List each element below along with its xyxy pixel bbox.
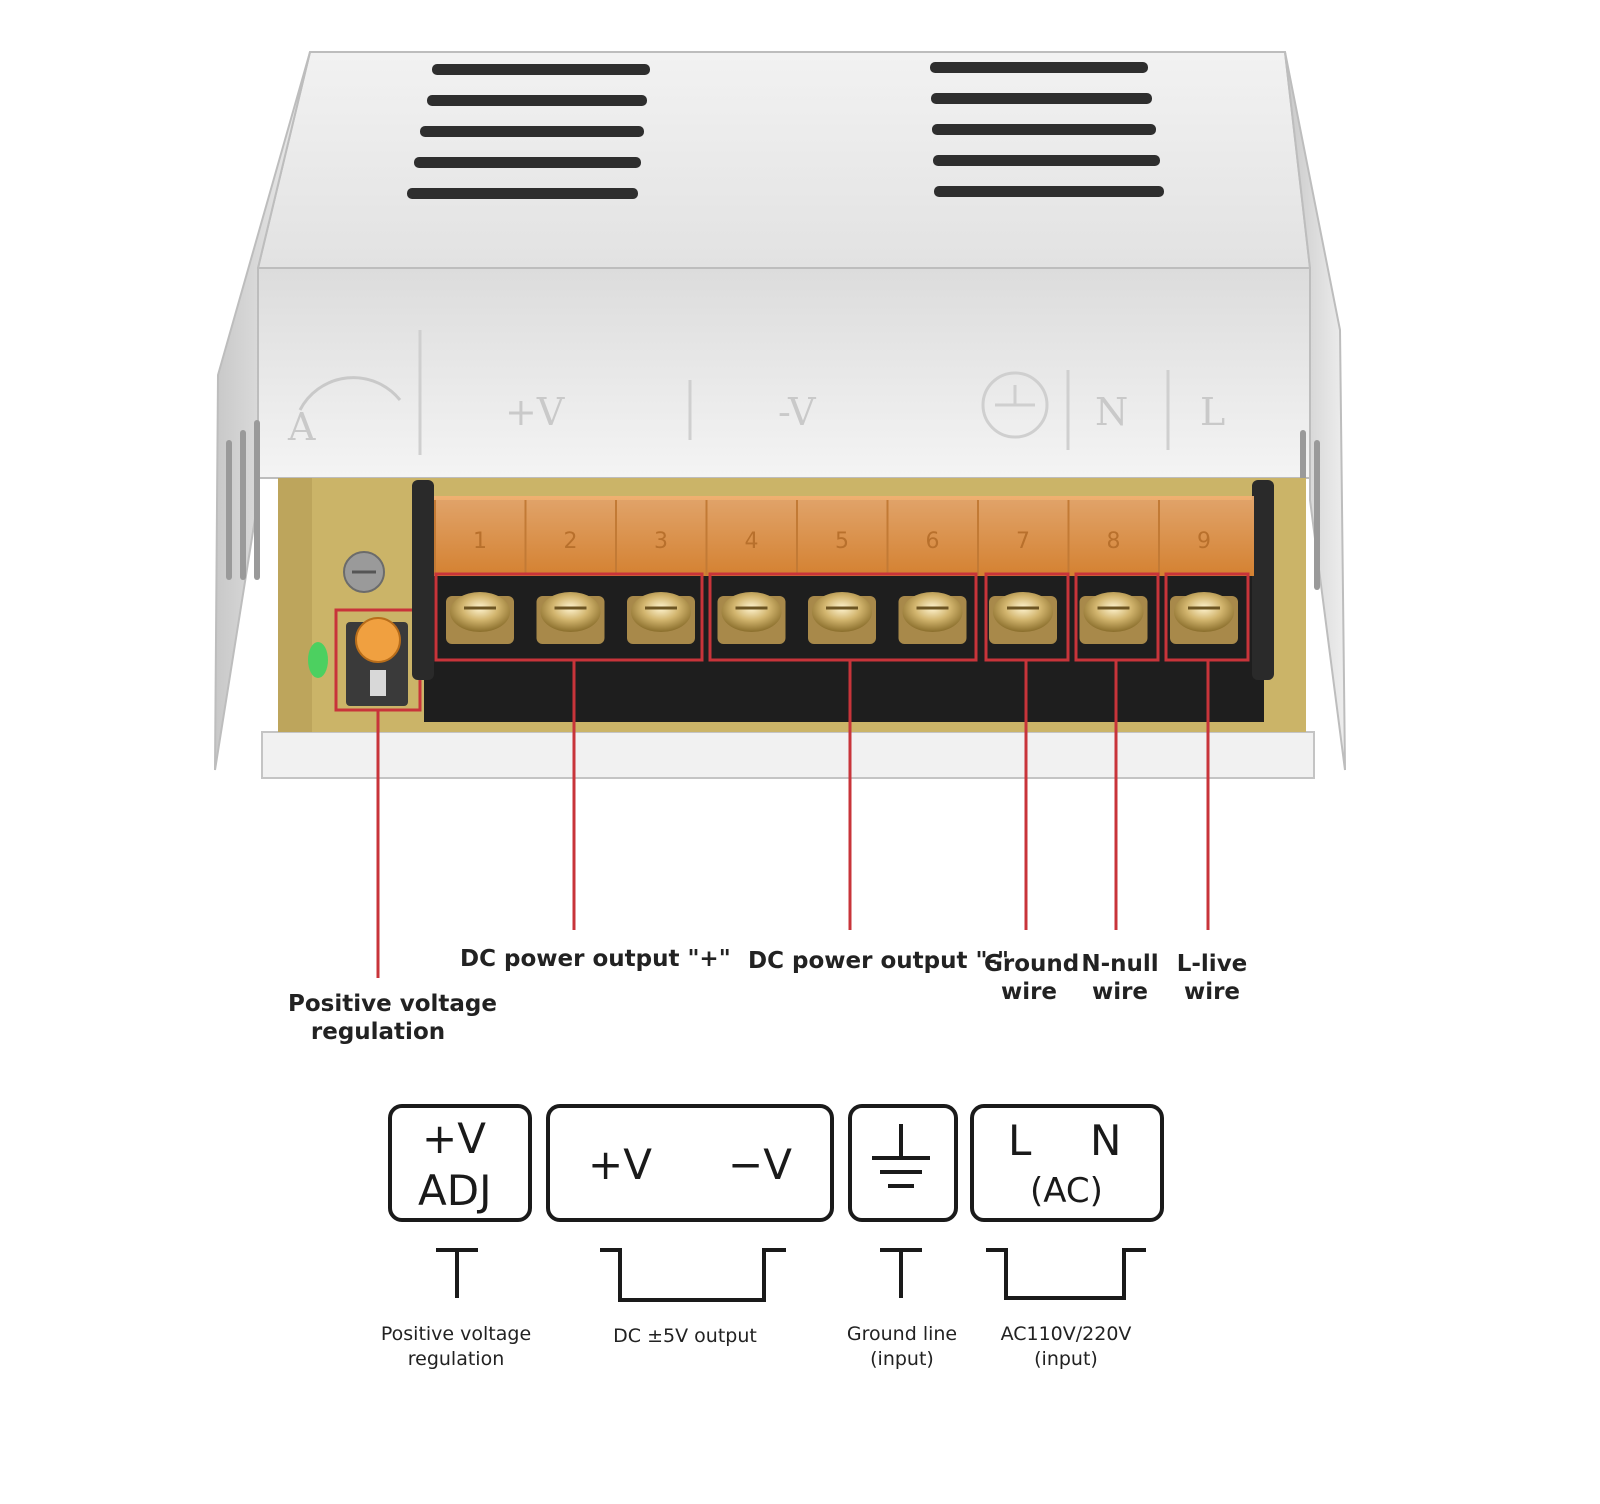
highlight-dc-minus bbox=[708, 572, 978, 662]
highlight-dc-plus bbox=[434, 572, 704, 662]
terminal-9: 9 bbox=[1158, 500, 1238, 644]
legend-ac-n: N bbox=[1090, 1116, 1122, 1165]
caption-ac: AC110V/220V (input) bbox=[996, 1322, 1136, 1372]
terminal-group-highlights bbox=[434, 572, 1250, 662]
caption-ground-line2: (input) bbox=[870, 1348, 934, 1370]
terminal-screw bbox=[450, 592, 510, 632]
legend-box-ac: L N (AC) bbox=[970, 1104, 1164, 1222]
caption-ac-line2: (input) bbox=[1034, 1348, 1098, 1370]
case-front-plate bbox=[257, 267, 1311, 479]
legend-ac-ac: (AC) bbox=[1030, 1171, 1103, 1211]
case-mark-plus-v: +V bbox=[505, 390, 565, 434]
terminal-number: 2 bbox=[564, 529, 578, 554]
legend-box-ground bbox=[848, 1104, 958, 1222]
caption-ground-line1: Ground line bbox=[846, 1323, 958, 1345]
callout-positive-voltage: Positive voltage regulation bbox=[288, 990, 497, 1046]
terminal-number: 7 bbox=[1016, 529, 1030, 554]
callout-l-live-line1: L-live bbox=[1176, 951, 1248, 977]
legend-dc-minus: −V bbox=[728, 1140, 792, 1189]
terminal-number: 6 bbox=[926, 529, 940, 554]
trimmer-knob bbox=[355, 617, 401, 663]
terminal-number: 4 bbox=[745, 529, 759, 554]
case-mark-n: N bbox=[1095, 390, 1128, 434]
callout-ground-line1: Ground bbox=[984, 951, 1080, 977]
callout-n-null-line2: wire bbox=[1091, 979, 1149, 1005]
terminal-cover bbox=[434, 496, 1254, 576]
terminal-number: 1 bbox=[473, 529, 487, 554]
terminal-2: 2 bbox=[524, 500, 605, 644]
terminal-screw bbox=[902, 592, 963, 632]
legend-ac-l: L bbox=[1008, 1116, 1032, 1165]
legend-box-adj: +V ADJ bbox=[388, 1104, 532, 1222]
legend-brackets bbox=[436, 1248, 1146, 1302]
callout-n-null: N-null wire bbox=[1080, 950, 1160, 1006]
case-side-right bbox=[1284, 51, 1346, 771]
callout-dc-minus: DC power output "-" bbox=[748, 948, 1009, 974]
callout-positive-voltage-line1: Positive voltage bbox=[288, 991, 497, 1017]
terminal-7: 7 bbox=[977, 500, 1057, 644]
caption-dc: DC ±5V output bbox=[613, 1325, 757, 1347]
terminal-screw bbox=[812, 592, 872, 632]
caption-ground: Ground line (input) bbox=[846, 1322, 958, 1372]
case-bottom-rail bbox=[261, 731, 1315, 779]
terminal-screw bbox=[993, 592, 1053, 632]
terminal-number: 3 bbox=[654, 529, 668, 554]
callout-ground: Ground wire bbox=[984, 950, 1080, 1006]
callout-l-live-line2: wire bbox=[1183, 979, 1241, 1005]
ground-symbol-icon bbox=[872, 1124, 930, 1188]
terminal-5: 5 bbox=[796, 500, 876, 644]
legend-dc-plus: +V bbox=[588, 1140, 652, 1189]
terminal-4: 4 bbox=[705, 500, 786, 644]
terminal-screw bbox=[1083, 592, 1144, 632]
bracket-ac bbox=[986, 1248, 1146, 1300]
terminal-screw bbox=[631, 592, 691, 632]
terminal-3: 3 bbox=[615, 500, 695, 644]
vent-slots bbox=[407, 62, 1164, 199]
caption-adj-line1: Positive voltage bbox=[380, 1323, 532, 1345]
case-mark-minus-v: -V bbox=[778, 390, 816, 434]
terminal-8: 8 bbox=[1067, 500, 1148, 644]
terminal-screw bbox=[540, 592, 601, 632]
callout-dc-plus: DC power output "+" bbox=[460, 946, 731, 972]
legend-box-dc: +V −V bbox=[546, 1104, 834, 1222]
callout-ground-line2: wire bbox=[1000, 979, 1058, 1005]
terminal-number: 8 bbox=[1107, 529, 1121, 554]
callout-lines bbox=[376, 660, 1210, 978]
caption-ac-line1: AC110V/220V bbox=[1000, 1323, 1132, 1345]
case-mark-adj: A bbox=[287, 405, 316, 449]
terminal-6: 6 bbox=[886, 500, 967, 644]
terminal-number: 9 bbox=[1197, 529, 1211, 554]
callout-n-null-line1: N-null bbox=[1081, 951, 1159, 977]
legend-adj-top: +V bbox=[422, 1114, 486, 1163]
terminal-screw bbox=[721, 592, 782, 632]
terminal-screw bbox=[1174, 592, 1234, 632]
case-side-left bbox=[214, 51, 311, 771]
caption-adj-line2: regulation bbox=[407, 1348, 505, 1370]
legend-adj-bottom: ADJ bbox=[418, 1166, 492, 1215]
callout-l-live: L-live wire bbox=[1172, 950, 1252, 1006]
callout-positive-voltage-line2: regulation bbox=[310, 1019, 446, 1045]
case-mark-l: L bbox=[1200, 390, 1225, 434]
status-led bbox=[308, 642, 328, 678]
bracket-dc bbox=[600, 1248, 786, 1302]
front-plate-markings: A +V -V N L bbox=[287, 330, 1225, 455]
terminal-number: 5 bbox=[835, 529, 849, 554]
terminal-1: 1 bbox=[434, 500, 514, 644]
caption-adj: Positive voltage regulation bbox=[376, 1322, 536, 1372]
